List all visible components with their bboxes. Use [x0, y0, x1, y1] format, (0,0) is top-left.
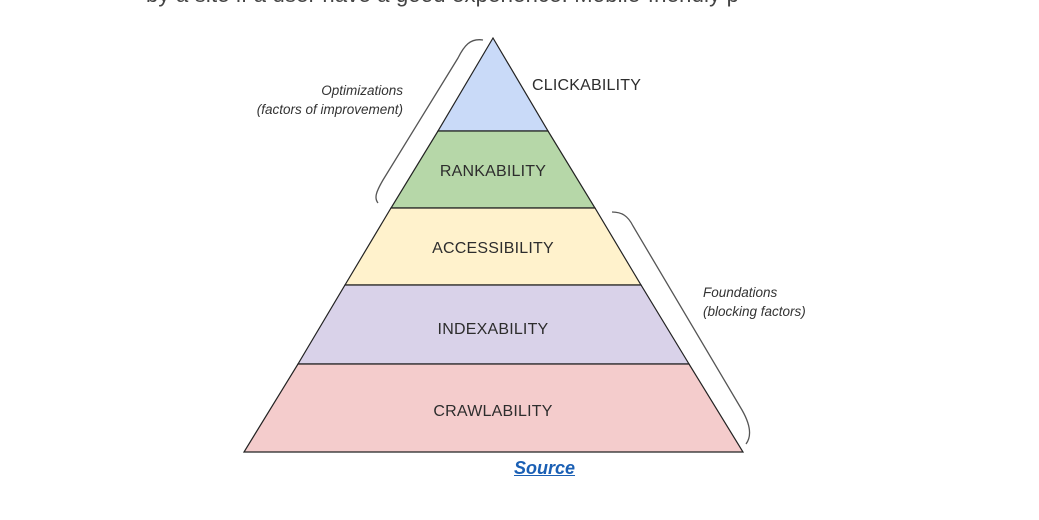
tier-label-rankability: RANKABILITY: [440, 163, 546, 180]
right-annotation-line1: Foundations: [703, 285, 778, 300]
left-bracket: [375, 39, 484, 204]
right-annotation-line2: (blocking factors): [703, 304, 806, 319]
tier-label-clickability: CLICKABILITY: [532, 77, 641, 94]
source-link[interactable]: Source: [513, 458, 576, 478]
tier-label-crawlability: CRAWLABILITY: [433, 403, 552, 420]
left-annotation-line1: Optimizations: [321, 83, 403, 98]
tier-crawlability: [242, 363, 745, 453]
tier-label-indexability: INDEXABILITY: [438, 321, 549, 338]
right-bracket: [611, 211, 751, 445]
tier-label-accessibility: ACCESSIBILITY: [432, 240, 554, 257]
left-annotation-line2: (factors of improvement): [257, 102, 403, 117]
cut-off-paragraph-text: by a site if a user have a good experien…: [146, 0, 946, 8]
